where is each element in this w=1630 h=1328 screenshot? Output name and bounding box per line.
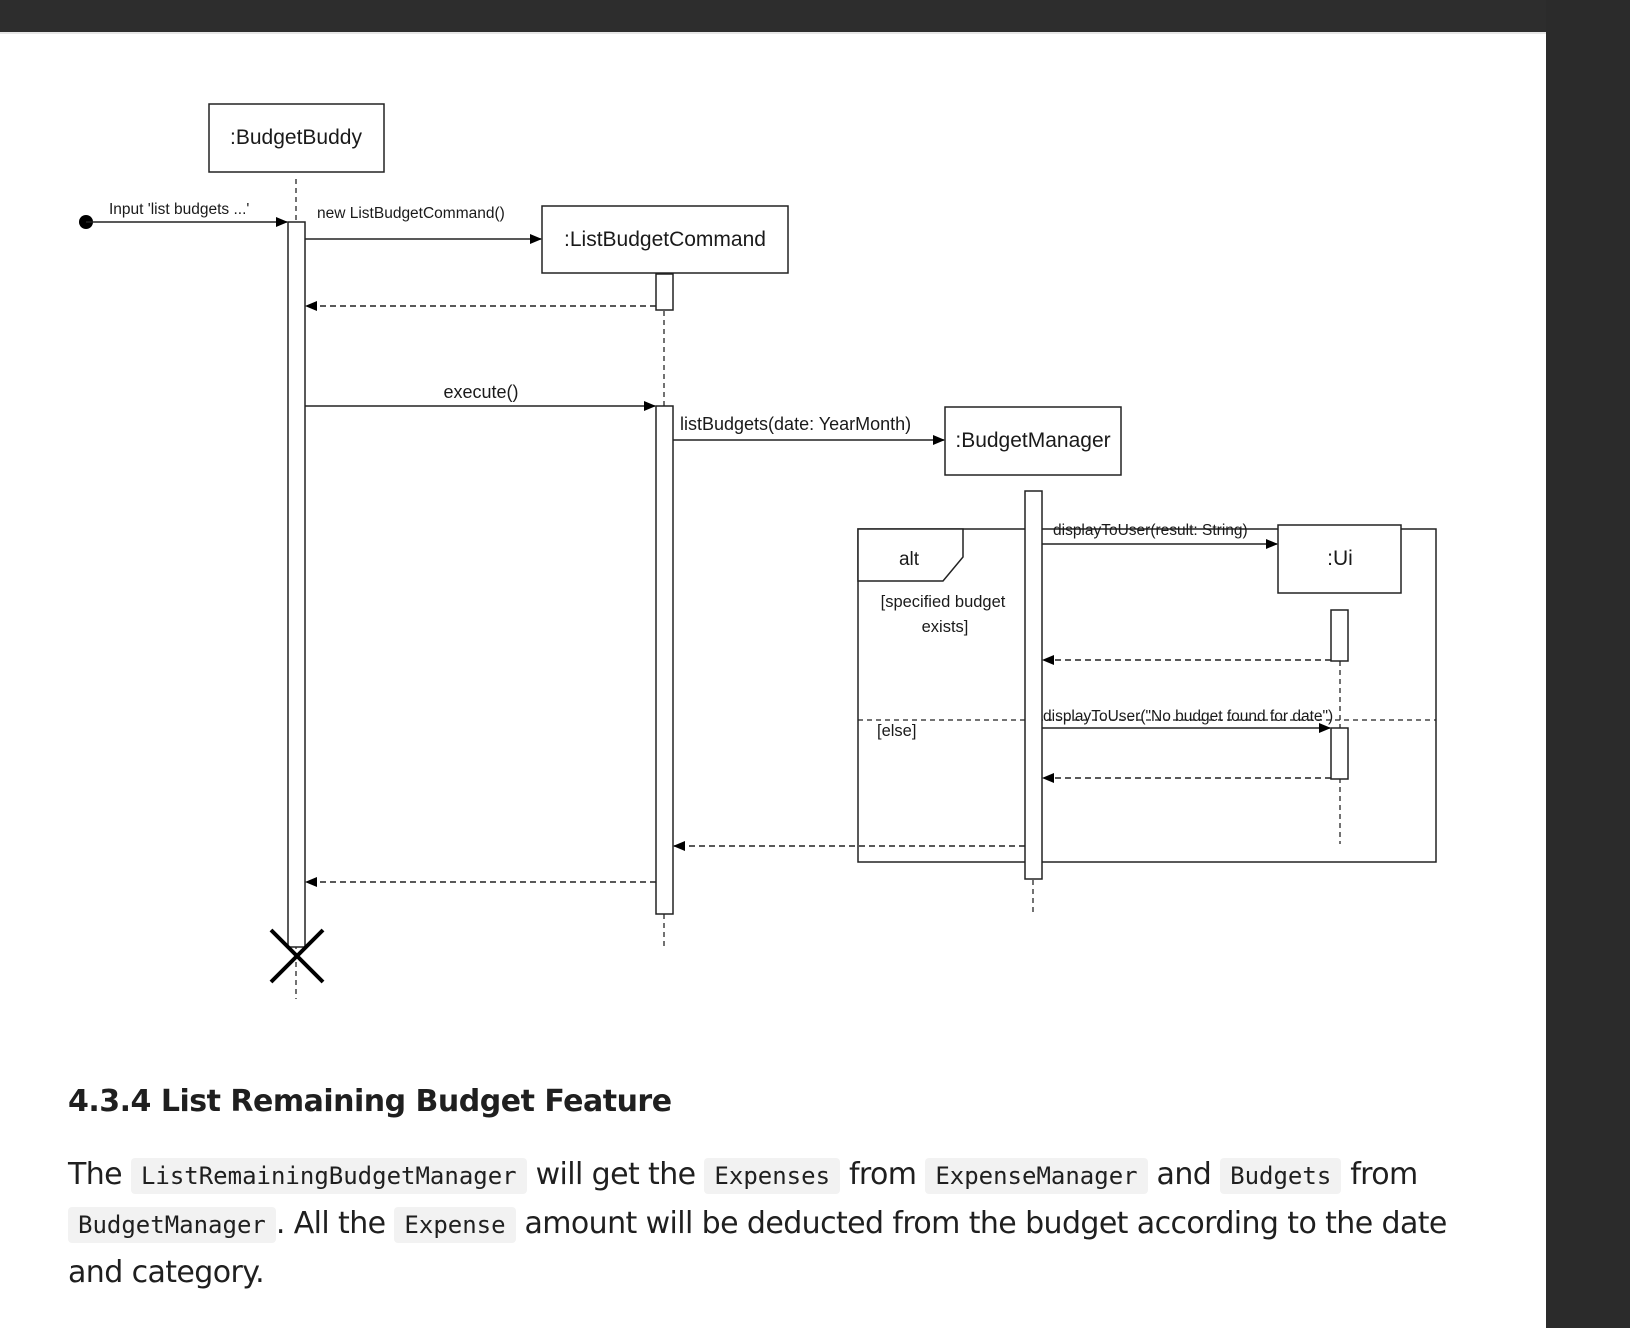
window-right-bar [1546, 0, 1630, 1328]
activation-command-construct [655, 273, 674, 311]
participant-budget-buddy-label: :BudgetBuddy [230, 126, 362, 149]
inline-code: Expense [394, 1207, 516, 1243]
message-input-label: Input 'list budgets ...' [109, 201, 249, 218]
inline-code: ExpenseManager [925, 1158, 1148, 1194]
activation-budget-buddy [287, 221, 306, 948]
participant-budget-buddy-box [208, 103, 385, 173]
alt-fragment [857, 528, 1437, 863]
paragraph-text: . All the [275, 1206, 386, 1241]
alt-guard-line-1: [specified budget [881, 593, 1006, 611]
paragraph-text: from [1350, 1157, 1418, 1192]
paragraph-text: from [848, 1157, 917, 1192]
section-paragraph: The ListRemainingBudgetManager will get … [68, 1151, 1488, 1297]
document-page: :BudgetBuddy :ListBudgetCommand :BudgetM… [0, 34, 1546, 1328]
message-display-result-label: displayToUser(result: String) [1053, 522, 1248, 539]
alt-guard-line-2: exists] [922, 618, 969, 636]
inline-code: BudgetManager [68, 1207, 276, 1243]
inline-code: Budgets [1220, 1158, 1342, 1194]
paragraph-text: amount will be deducted from the budget … [68, 1206, 1447, 1290]
participant-budget-manager-box [944, 406, 1122, 476]
alt-operator-box [857, 528, 964, 582]
participant-list-budget-command-box [541, 205, 789, 274]
sequence-diagram: :BudgetBuddy :ListBudgetCommand :BudgetM… [79, 103, 1437, 999]
activation-ui-no-budget [1330, 727, 1349, 780]
else-guard-label: [else] [877, 722, 916, 740]
alt-operator-label: alt [899, 549, 920, 570]
paragraph-text: The [68, 1157, 123, 1192]
activation-budget-manager [1024, 490, 1043, 880]
activation-command-execute [655, 405, 674, 915]
message-execute-label: execute() [443, 382, 518, 402]
destroy-x-icon [269, 928, 325, 984]
section-heading: 4.3.4 List Remaining Budget Feature [68, 1084, 672, 1119]
participant-ui-label: :Ui [1327, 547, 1353, 570]
participant-list-budget-command-label: :ListBudgetCommand [564, 228, 766, 251]
inline-code: Expenses [704, 1158, 841, 1194]
paragraph-text: and [1156, 1157, 1212, 1192]
message-new-command-label: new ListBudgetCommand() [317, 205, 505, 222]
participant-budget-manager-label: :BudgetManager [955, 429, 1110, 452]
window-top-bar [0, 0, 1546, 34]
paragraph-text: will get the [535, 1157, 697, 1192]
participant-ui-box [1277, 524, 1402, 594]
message-list-budgets-label: listBudgets(date: YearMonth) [680, 414, 911, 434]
inline-code: ListRemainingBudgetManager [130, 1158, 527, 1194]
activation-ui-result [1330, 609, 1349, 662]
message-display-no-budget-label: displayToUser("No budget found for date"… [1043, 708, 1333, 725]
